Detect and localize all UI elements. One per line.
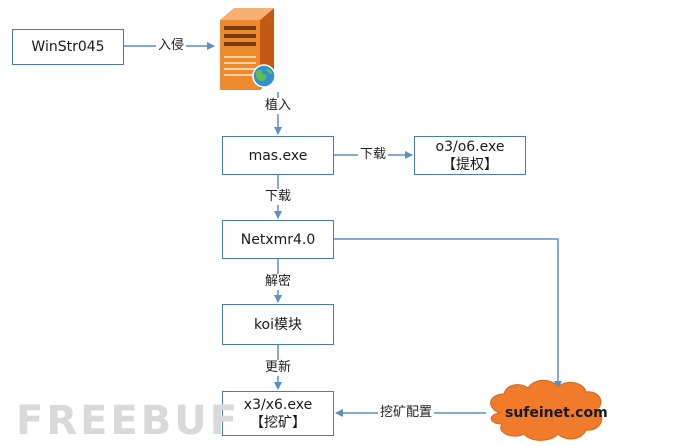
node-netxmr-label: Netxmr4.0 <box>240 231 316 248</box>
node-mas-exe: mas.exe <box>222 136 334 175</box>
node-mas-exe-label: mas.exe <box>248 147 308 164</box>
globe-icon <box>252 64 276 88</box>
edge-netxmr-cloud <box>334 238 562 389</box>
node-x3-exe: x3/x6.exe 【挖矿】 <box>222 391 334 436</box>
node-o3-exe-line1: o3/o6.exe <box>435 138 505 155</box>
node-x3-exe-line2: 【挖矿】 <box>250 414 306 431</box>
node-netxmr: Netxmr4.0 <box>222 220 334 259</box>
edge-label-implant: 植入 <box>263 98 294 114</box>
node-x3-exe-line1: x3/x6.exe <box>243 396 313 413</box>
node-o3-exe: o3/o6.exe 【提权】 <box>414 136 526 175</box>
edge-label-update: 更新 <box>263 360 294 376</box>
cloud-label: sufeinet.com <box>505 405 608 421</box>
watermark-logo: FREEBUF <box>16 398 241 444</box>
edge-label-mining-config: 挖矿配置 <box>378 405 435 421</box>
node-koi-module: koi模块 <box>222 304 334 345</box>
edge-label-download-netxmr: 下载 <box>263 189 294 205</box>
node-winstr045: WinStr045 <box>12 29 124 65</box>
node-koi-module-label: koi模块 <box>253 316 303 333</box>
cloud-shape <box>490 379 603 441</box>
edge-label-decrypt: 解密 <box>263 274 294 290</box>
edge-label-invade: 入侵 <box>156 38 187 54</box>
node-winstr045-label: WinStr045 <box>31 39 105 55</box>
edge-label-download-o3: 下载 <box>358 147 389 163</box>
node-o3-exe-line2: 【提权】 <box>442 156 498 173</box>
